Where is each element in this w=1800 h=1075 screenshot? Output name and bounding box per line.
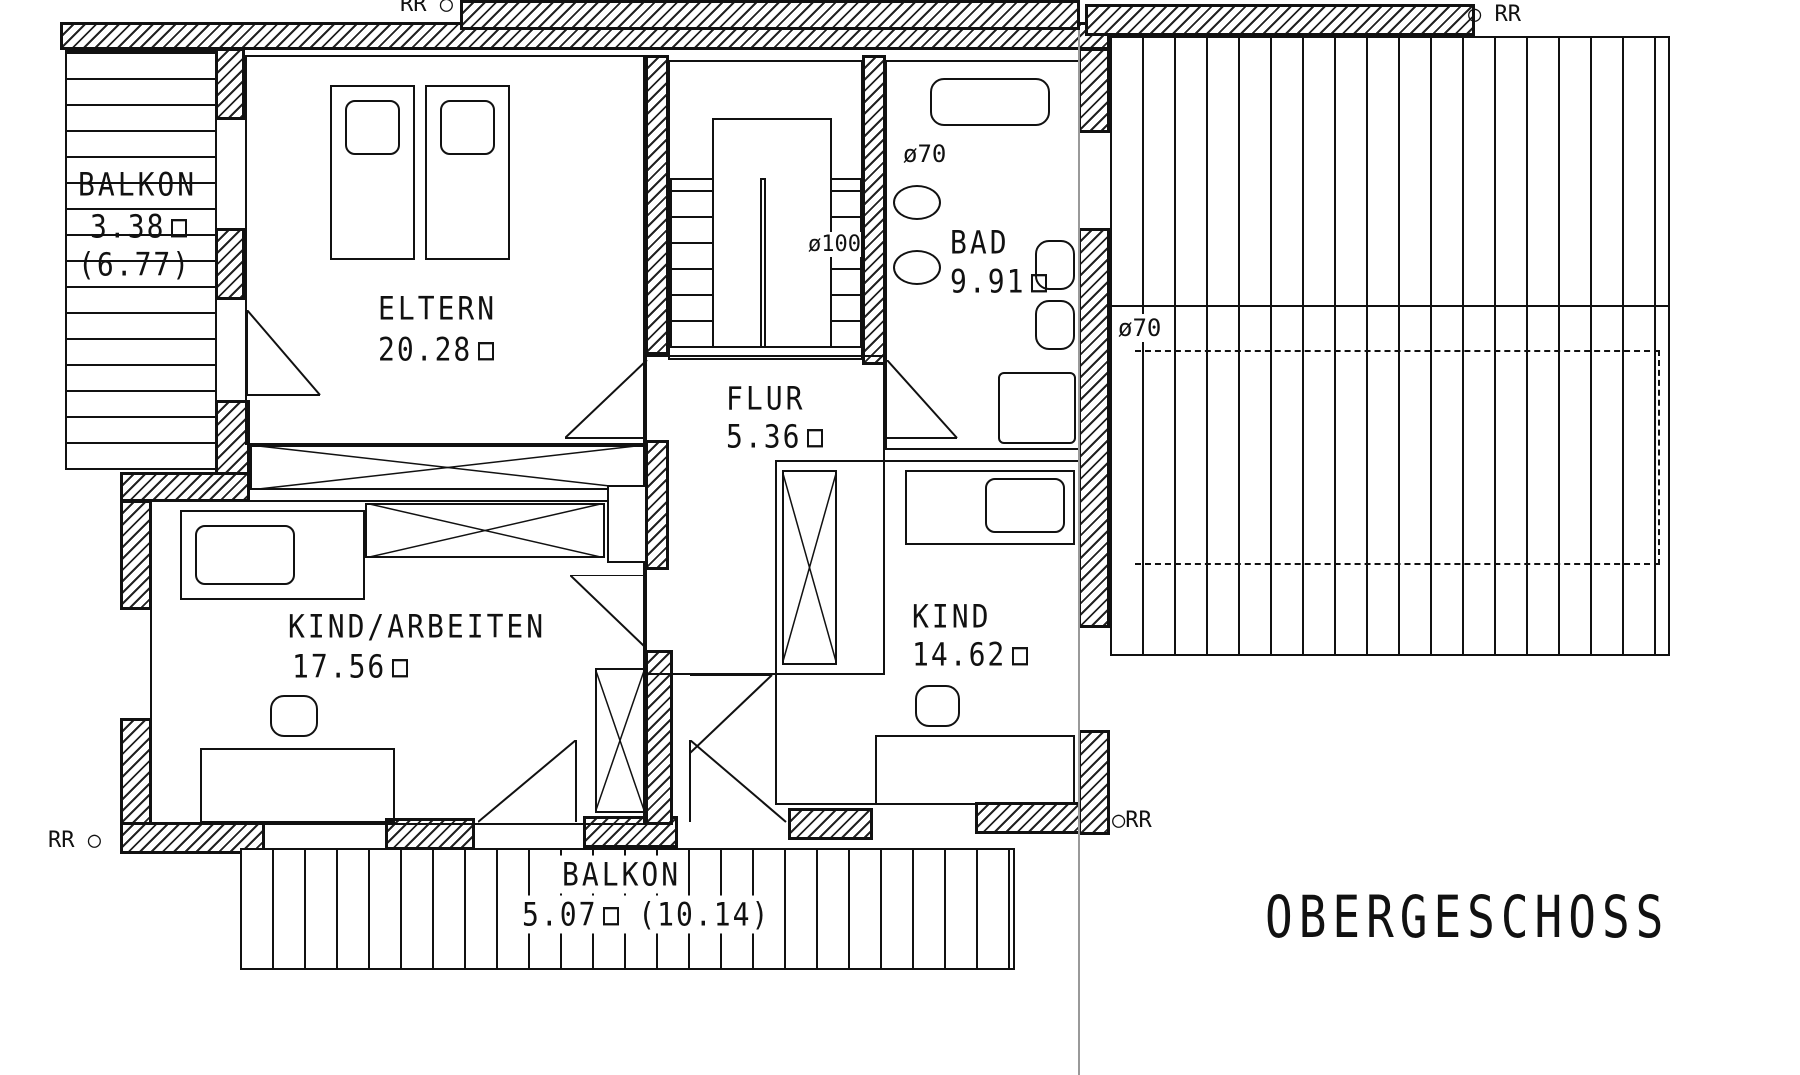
sqm-icon [1012, 647, 1029, 666]
sqm-icon [171, 219, 188, 238]
door-swing-balkon-left [478, 740, 577, 823]
bidet [893, 185, 941, 220]
wall-left-upper [215, 48, 245, 120]
pillow-kind-arbeiten [195, 525, 295, 585]
room-label-balkon-bottom: BALKON [558, 855, 686, 894]
rr-marker-top-left: RR ○ [400, 0, 453, 17]
room-area-balkon-left: 3.38 [90, 207, 188, 246]
stairwell [668, 60, 863, 360]
door-swing-bad [886, 360, 958, 439]
bathtub [930, 78, 1050, 126]
rr-marker-bottom-right: ○RR [1112, 808, 1152, 833]
wall-top-upper [460, 0, 1080, 30]
rr-label: RR [48, 828, 75, 853]
wall-left-kind-top [120, 472, 250, 502]
rr-marker-bottom-left: RR ○ [48, 828, 101, 853]
wall-top-right [1085, 4, 1475, 36]
rr-label: RR [1494, 2, 1522, 27]
shower-tray [998, 372, 1076, 444]
balkon-left-deck [65, 50, 217, 470]
wall-left-kind-a [120, 500, 152, 610]
pipe-label-stair: ø100 [808, 232, 861, 257]
pillow-eltern-right [440, 100, 495, 155]
sqm-icon [807, 429, 824, 448]
floor-title: OBERGESCHOSS [1265, 883, 1670, 951]
wall-stair-left [645, 55, 669, 355]
sqm-icon [478, 342, 495, 361]
bed-eltern-left [330, 85, 415, 260]
room-label-bad: BAD [950, 223, 1010, 262]
sqm-icon [603, 907, 620, 926]
sqm-icon [392, 659, 409, 678]
rr-marker-top-right: ○ RR [1468, 2, 1521, 27]
heater-unit [607, 485, 647, 563]
area-value: 20.28 [378, 330, 473, 369]
room-area-flur: 5.36 [726, 417, 824, 456]
roof-dashed-outline [1135, 350, 1660, 565]
door-swing-balkon-right [689, 740, 787, 823]
room-kind-arbeiten [150, 500, 645, 825]
sqm-icon [1031, 274, 1048, 293]
wall-left-kind-b [120, 718, 152, 828]
area-value: 17.56 [292, 647, 387, 686]
wardrobe-eltern-cross [250, 445, 645, 490]
room-label-kind: KIND [912, 597, 992, 636]
wall-stair-right [862, 55, 886, 365]
stair-rail [760, 178, 766, 348]
area-secondary: (10.14) [638, 895, 771, 934]
door-swing-kind [690, 675, 773, 754]
room-area-kind: 14.62 [912, 635, 1029, 674]
pillow-eltern-left [345, 100, 400, 155]
room-area-secondary-balkon-left: (6.77) [78, 245, 192, 284]
area-value: 5.36 [726, 417, 802, 456]
room-area-bad: 9.91 [950, 262, 1048, 301]
door-swing-eltern [246, 310, 321, 396]
room-label-flur: FLUR [726, 379, 806, 418]
room-area-balkon-bottom: 5.07 (10.14) [518, 895, 775, 934]
roof-divider [1110, 305, 1670, 307]
rr-label: RR [1125, 808, 1152, 833]
wardrobe-hall-lower [595, 668, 645, 813]
pipe-label-bad-right: ø70 [1118, 314, 1162, 342]
room-label-eltern: ELTERN [378, 289, 498, 328]
wall-right-b [1078, 228, 1110, 628]
wall-left-mid [215, 228, 245, 300]
room-area-eltern: 20.28 [378, 330, 495, 369]
chair-kind-arbeiten [270, 695, 318, 737]
wall-bottom-seg3 [788, 808, 873, 840]
wardrobe-kind-arbeiten [365, 503, 605, 558]
sheet-fold-line [1078, 30, 1080, 1075]
desk-kind-arbeiten [200, 748, 395, 823]
rr-label: RR [400, 0, 427, 17]
wardrobe-flur [782, 470, 837, 665]
room-eltern [245, 55, 645, 445]
wall-right-a [1078, 48, 1110, 133]
desk-kind [875, 735, 1075, 805]
room-label-kind-arbeiten: KIND/ARBEITEN [288, 607, 547, 646]
room-label-balkon-left: BALKON [78, 165, 198, 204]
bed-eltern-right [425, 85, 510, 260]
roof-area [1110, 36, 1670, 656]
sink-upper [1035, 240, 1075, 290]
wall-mid-lower [645, 650, 673, 825]
sink-lower [1035, 300, 1075, 350]
pillow-kind [985, 478, 1065, 533]
area-value: 14.62 [912, 635, 1007, 674]
area-value: 5.07 [522, 895, 598, 934]
toilet [893, 250, 941, 285]
room-area-kind-arbeiten: 17.56 [292, 647, 409, 686]
chair-kind [915, 685, 960, 727]
door-swing-kind-arbeiten [570, 575, 646, 648]
area-value: 3.38 [90, 207, 166, 246]
area-value: 9.91 [950, 262, 1026, 301]
wall-right-c [1078, 730, 1110, 835]
door-swing-flur-left [565, 360, 648, 439]
pipe-label-bad-top: ø70 [903, 140, 947, 168]
